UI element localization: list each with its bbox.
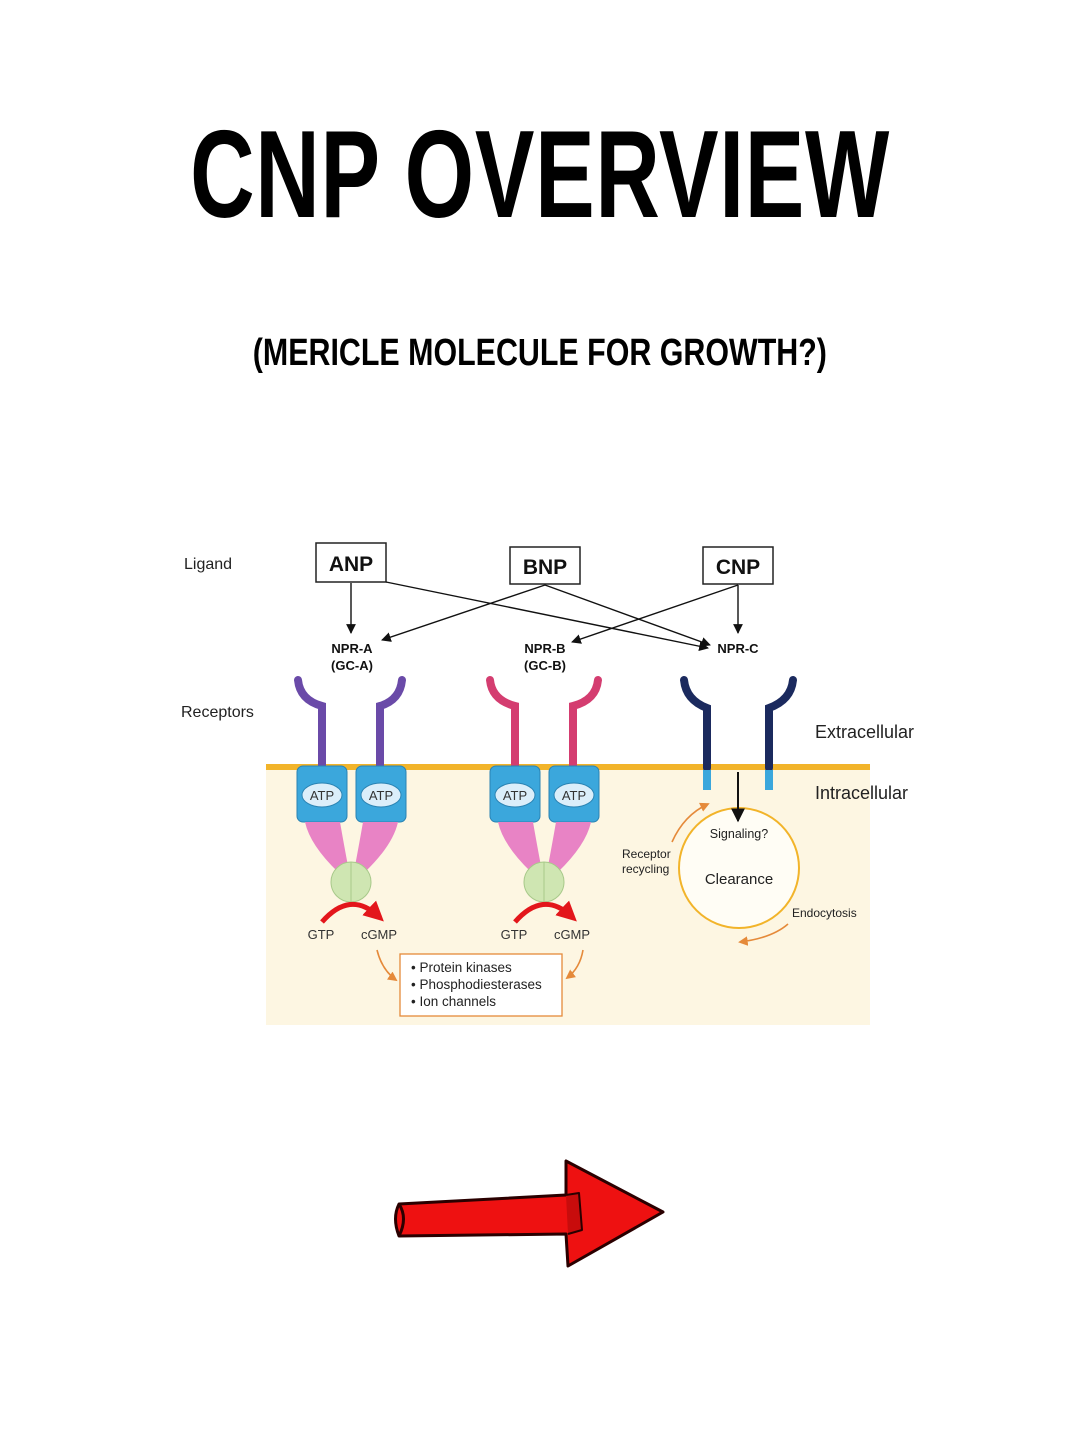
next-arrow-shape — [394, 1159, 665, 1268]
ligand-row-label: Ligand — [184, 556, 232, 573]
svg-text:cGMP: cGMP — [554, 927, 590, 942]
intracellular-label: Intracellular — [815, 783, 908, 803]
npr-b-cgmp-conversion: GTP cGMP — [501, 900, 590, 942]
bnp-to-npr-c-arrow — [544, 584, 711, 647]
effector-item: • Protein kinases — [411, 960, 512, 975]
extracellular-label: Extracellular — [815, 722, 914, 742]
svg-text:cGMP: cGMP — [361, 927, 397, 942]
anp-to-npr-c-arrow — [385, 581, 709, 652]
svg-text:Endocytosis: Endocytosis — [792, 906, 857, 920]
receptor-recycling-arrow — [671, 802, 710, 843]
svg-text:ATP: ATP — [369, 788, 393, 803]
npr-b-label: NPR-B — [524, 641, 565, 656]
svg-text:Clearance: Clearance — [705, 871, 773, 888]
svg-text:ATP: ATP — [310, 788, 334, 803]
svg-text:BNP: BNP — [523, 556, 567, 579]
svg-text:Signaling?: Signaling? — [710, 827, 768, 841]
effector-item: • Phosphodiesterases — [411, 977, 542, 992]
npr-a-label: NPR-A — [331, 641, 373, 656]
ligand-binding-arrows — [346, 581, 743, 652]
svg-text:Receptor: Receptor — [622, 847, 671, 861]
cnp-ligand-box: CNP — [702, 546, 774, 585]
svg-text:GTP: GTP — [308, 927, 335, 942]
svg-text:recycling: recycling — [622, 862, 669, 876]
npr-a-alias: (GC-A) — [331, 658, 373, 673]
endocytosis-arrow — [738, 923, 789, 946]
cnp-to-npr-b-arrow — [571, 584, 739, 644]
npr-c-label: NPR-C — [717, 641, 759, 656]
svg-text:ATP: ATP — [562, 788, 586, 803]
npr-c-clearance-cycle: Signaling? Clearance Receptor recycling … — [622, 772, 857, 946]
npr-a-receptor: ATP ATP — [294, 676, 407, 903]
effector-item: • Ion channels — [411, 994, 496, 1009]
svg-text:ANP: ANP — [329, 553, 373, 576]
npr-a-cgmp-conversion: GTP cGMP — [308, 900, 397, 942]
bnp-to-npr-a-arrow — [381, 584, 546, 642]
npr-b-alias: (GC-B) — [524, 658, 566, 673]
page-subtitle: (MERICLE MOLECULE FOR GROWTH?) — [252, 332, 828, 374]
svg-text:GTP: GTP — [501, 927, 528, 942]
receptors-row-label: Receptors — [181, 704, 254, 721]
page-title: CNP OVERVIEW — [190, 106, 890, 244]
effectors-box: • Protein kinases • Phosphodiesterases •… — [399, 953, 563, 1017]
npr-c-receptor — [680, 676, 797, 790]
bnp-ligand-box: BNP — [509, 546, 581, 585]
svg-text:ATP: ATP — [503, 788, 527, 803]
npr-b-receptor: ATP ATP — [486, 676, 602, 903]
svg-text:CNP: CNP — [716, 556, 760, 579]
anp-ligand-box: ANP — [315, 542, 387, 583]
npr-a-effector-arrow — [376, 949, 398, 982]
npr-b-effector-arrow — [565, 949, 584, 980]
